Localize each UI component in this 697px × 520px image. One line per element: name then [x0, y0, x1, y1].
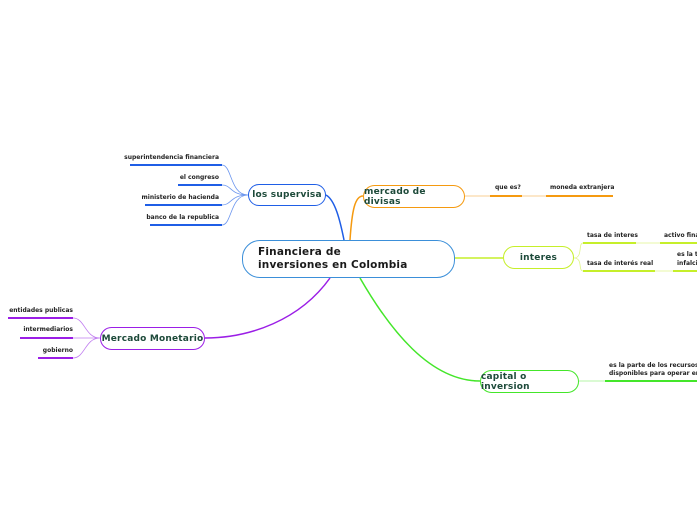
central-topic[interactable]: Financiera de inversiones en Colombia	[242, 240, 455, 278]
leaf-capital-definicion-2[interactable]: disponibles para operar en el	[609, 370, 697, 377]
leaf-moneda-extranjera[interactable]: moneda extranjera	[550, 184, 615, 191]
leaf-es-la-tasa[interactable]: es la ta	[677, 251, 697, 258]
topic-mercado-monetario[interactable]: Mercado Monetario	[100, 327, 205, 350]
leaf-tasa-interes-real[interactable]: tasa de interés real	[587, 260, 654, 267]
leaf-tasa-de-interes[interactable]: tasa de interes	[587, 232, 638, 239]
leaf-ministerio[interactable]: ministerio de hacienda	[141, 194, 219, 201]
topic-los-supervisa[interactable]: los supervisa	[248, 184, 326, 206]
topic-mercado-de-divisas[interactable]: mercado de divisas	[363, 185, 465, 208]
leaf-gobierno[interactable]: gobierno	[42, 347, 73, 354]
leaf-congreso[interactable]: el congreso	[179, 174, 219, 181]
topic-capital-o-inversion[interactable]: capital o inversion	[480, 370, 579, 393]
leaf-que-es[interactable]: que es?	[495, 184, 521, 191]
leaf-capital-definicion-1[interactable]: es la parte de los recursos fin	[609, 362, 697, 369]
leaf-banco[interactable]: banco de la republica	[146, 214, 219, 221]
leaf-activo-financiero[interactable]: activo finan	[664, 232, 697, 239]
leaf-entidades-publicas[interactable]: entidades publicas	[9, 307, 73, 314]
topic-interes[interactable]: interes	[503, 246, 574, 269]
leaf-superintendencia[interactable]: superintendencia financiera	[124, 154, 219, 161]
leaf-inflacion[interactable]: infalcio	[677, 260, 697, 267]
leaf-intermediarios[interactable]: intermediarios	[23, 326, 73, 333]
